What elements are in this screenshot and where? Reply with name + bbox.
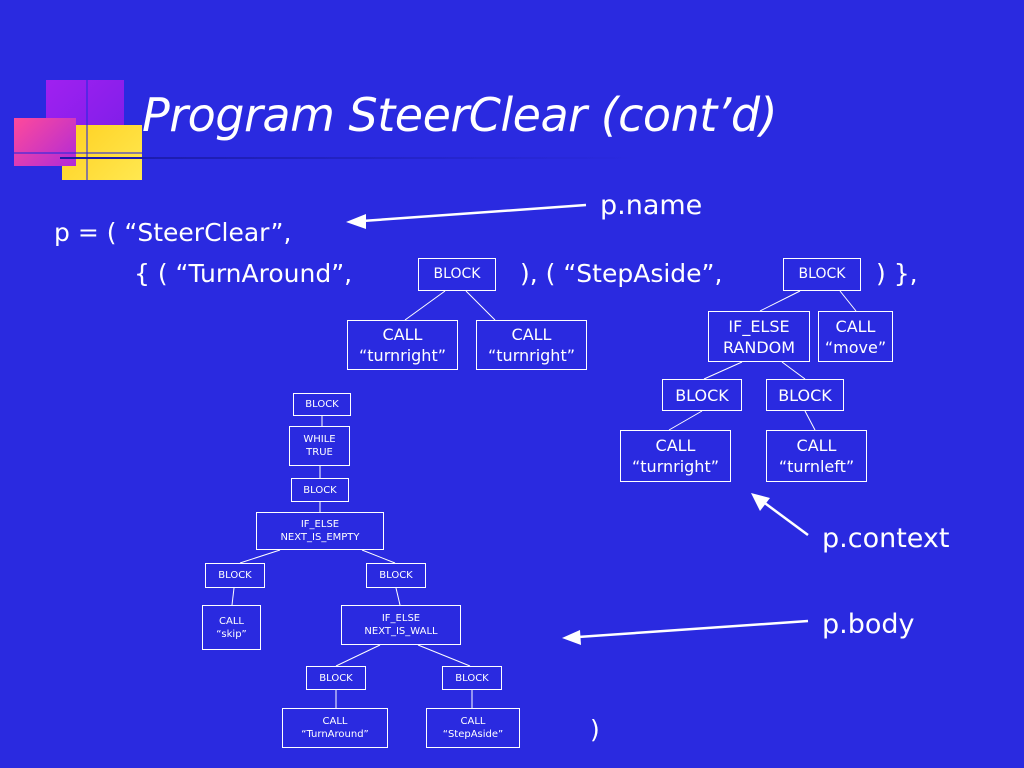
slide-title: Program SteerClear (cont’d) — [142, 88, 778, 142]
tree-stepaside-call-turnleft: CALL“turnleft” — [766, 430, 867, 482]
label-p-body: p.body — [822, 609, 915, 640]
tree-turnaround-call-1: CALL“turnright” — [347, 320, 458, 370]
decorative-line-vertical — [86, 72, 88, 180]
tree-body-block-left: BLOCK — [205, 563, 265, 588]
tree-body-call-turnaround: CALL“TurnAround” — [282, 708, 388, 748]
code-closing-paren: ) — [590, 715, 600, 744]
code-line-2a: { ( “TurnAround”, — [134, 259, 353, 288]
tree-stepaside-call-move: CALL“move” — [818, 311, 893, 362]
tree-stepaside-block-2: BLOCK — [766, 379, 844, 411]
tree-body-block-2: BLOCK — [291, 478, 349, 502]
tree-body-call-skip: CALL“skip” — [202, 605, 261, 650]
code-line-2b: ), ( “StepAside”, — [520, 259, 723, 288]
tree-body-call-stepaside: CALL“StepAside” — [426, 708, 520, 748]
tree-stepaside-block-1: BLOCK — [662, 379, 742, 411]
code-line-1: p = ( “SteerClear”, — [54, 218, 292, 247]
decorative-line-horizontal — [8, 152, 142, 154]
tree-body-block-left-2: BLOCK — [306, 666, 366, 690]
tree-turnaround-root-block: BLOCK — [418, 258, 496, 291]
label-p-name: p.name — [600, 190, 703, 221]
tree-stepaside-call-turnright: CALL“turnright” — [620, 430, 731, 482]
tree-stepaside-root-block: BLOCK — [783, 258, 861, 291]
tree-body-block-1: BLOCK — [293, 393, 351, 416]
tree-body-block-right-2: BLOCK — [442, 666, 502, 690]
code-line-2c: ) }, — [876, 259, 918, 288]
title-underline — [60, 157, 640, 159]
tree-body-block-right: BLOCK — [366, 563, 426, 588]
tree-turnaround-call-2: CALL“turnright” — [476, 320, 587, 370]
label-p-context: p.context — [822, 523, 950, 554]
